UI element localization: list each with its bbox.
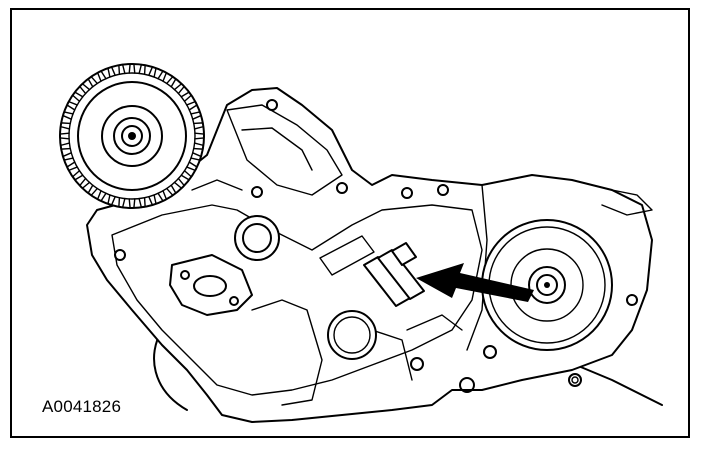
- gear-tooth: [186, 161, 198, 172]
- gear-tooth: [66, 100, 78, 111]
- lower-rib-1: [251, 299, 323, 406]
- bolt-hole: [437, 184, 449, 196]
- right-tab: [571, 179, 653, 216]
- gear-tooth: [157, 70, 168, 82]
- gear-tooth: [87, 184, 98, 197]
- slot-rect: [319, 235, 375, 276]
- bolt-hole: [410, 357, 424, 371]
- rib-short: [191, 179, 243, 191]
- crankshaft-center: [536, 274, 558, 296]
- engine-front-cover-drawing: [59, 63, 663, 423]
- gear-tooth: [87, 75, 98, 88]
- gear-teeth: [59, 63, 205, 209]
- gear-tooth: [157, 190, 168, 202]
- gear-tooth: [118, 197, 126, 209]
- gear-tooth: [128, 198, 136, 209]
- bolt-hole: [459, 377, 475, 393]
- gear-tooth: [138, 197, 146, 209]
- pointer-arrow: [416, 263, 534, 302]
- gear-tooth: [79, 83, 91, 95]
- boss-upper-inner: [242, 223, 272, 253]
- alignment-marks: [363, 242, 425, 307]
- gear-tooth-root: [68, 72, 196, 200]
- bolt-hole: [251, 186, 263, 198]
- boss-lower: [327, 310, 377, 360]
- gear-tooth: [107, 194, 116, 206]
- mount-bolt-hole: [180, 270, 190, 280]
- gear-hub-ring: [101, 105, 163, 167]
- crankshaft-seal: [481, 219, 613, 351]
- gear-tooth: [59, 122, 71, 130]
- gear-tooth: [71, 91, 84, 102]
- gear-tooth: [128, 63, 136, 74]
- gear-tooth: [62, 152, 74, 161]
- bolt-hole: [114, 249, 126, 261]
- gear-tooth: [107, 66, 116, 78]
- bolt-hole: [401, 187, 413, 199]
- bolt-hole: [336, 182, 348, 194]
- gear-bolt: [121, 125, 143, 147]
- gear-tooth: [166, 75, 177, 88]
- crankshaft-center-dot: [544, 282, 550, 288]
- gear-tooth: [193, 122, 205, 130]
- gear-tooth: [66, 161, 78, 172]
- lower-rib-3: [406, 314, 463, 331]
- bolt-hole-center: [571, 376, 579, 384]
- gear-tooth: [166, 184, 177, 197]
- gear-tooth: [79, 177, 91, 189]
- figure-caption: A0041826: [42, 397, 122, 416]
- gear-tooth: [194, 132, 205, 140]
- gear-tooth: [173, 83, 185, 95]
- gear-tooth: [180, 91, 193, 102]
- bolt-hole: [483, 345, 497, 359]
- crankshaft-nose: [528, 266, 566, 304]
- gear-tooth: [71, 170, 84, 181]
- gear-tooth: [138, 63, 146, 75]
- boss-upper: [234, 215, 280, 261]
- gear-tooth: [186, 100, 198, 111]
- gear-tooth: [59, 142, 71, 150]
- gear-tooth: [96, 190, 107, 202]
- boss-lower-inner: [333, 316, 371, 354]
- gear-hub: [113, 117, 151, 155]
- bolt-holes: [114, 99, 638, 393]
- gear-tooth: [62, 111, 74, 120]
- gear-tooth: [96, 70, 107, 82]
- mount-bolt-hole: [229, 296, 239, 306]
- illustration-frame: A0041826: [10, 8, 690, 438]
- bolt-hole: [266, 99, 278, 111]
- gear-web: [77, 81, 187, 191]
- camshaft-gear: [59, 63, 205, 209]
- gear-tooth: [190, 111, 202, 120]
- gear-bolt-center: [128, 132, 136, 140]
- gear-tooth: [173, 177, 185, 189]
- gear-tooth: [118, 63, 126, 75]
- upper-rib-left: [226, 104, 343, 196]
- mount-plate: [169, 254, 253, 316]
- bolt-hole: [626, 294, 638, 306]
- alignment-bar: [377, 249, 425, 300]
- gear-tooth: [190, 152, 202, 161]
- gear-tooth: [193, 142, 205, 150]
- gear-tooth: [148, 66, 157, 78]
- alignment-bar-short: [391, 242, 417, 266]
- gear-tooth: [148, 194, 157, 206]
- mount-plate-hole: [193, 275, 227, 297]
- upper-rib-inner: [241, 127, 313, 171]
- bolt-hole: [568, 373, 582, 387]
- gear-tooth: [180, 170, 193, 181]
- gear-tooth: [59, 132, 70, 140]
